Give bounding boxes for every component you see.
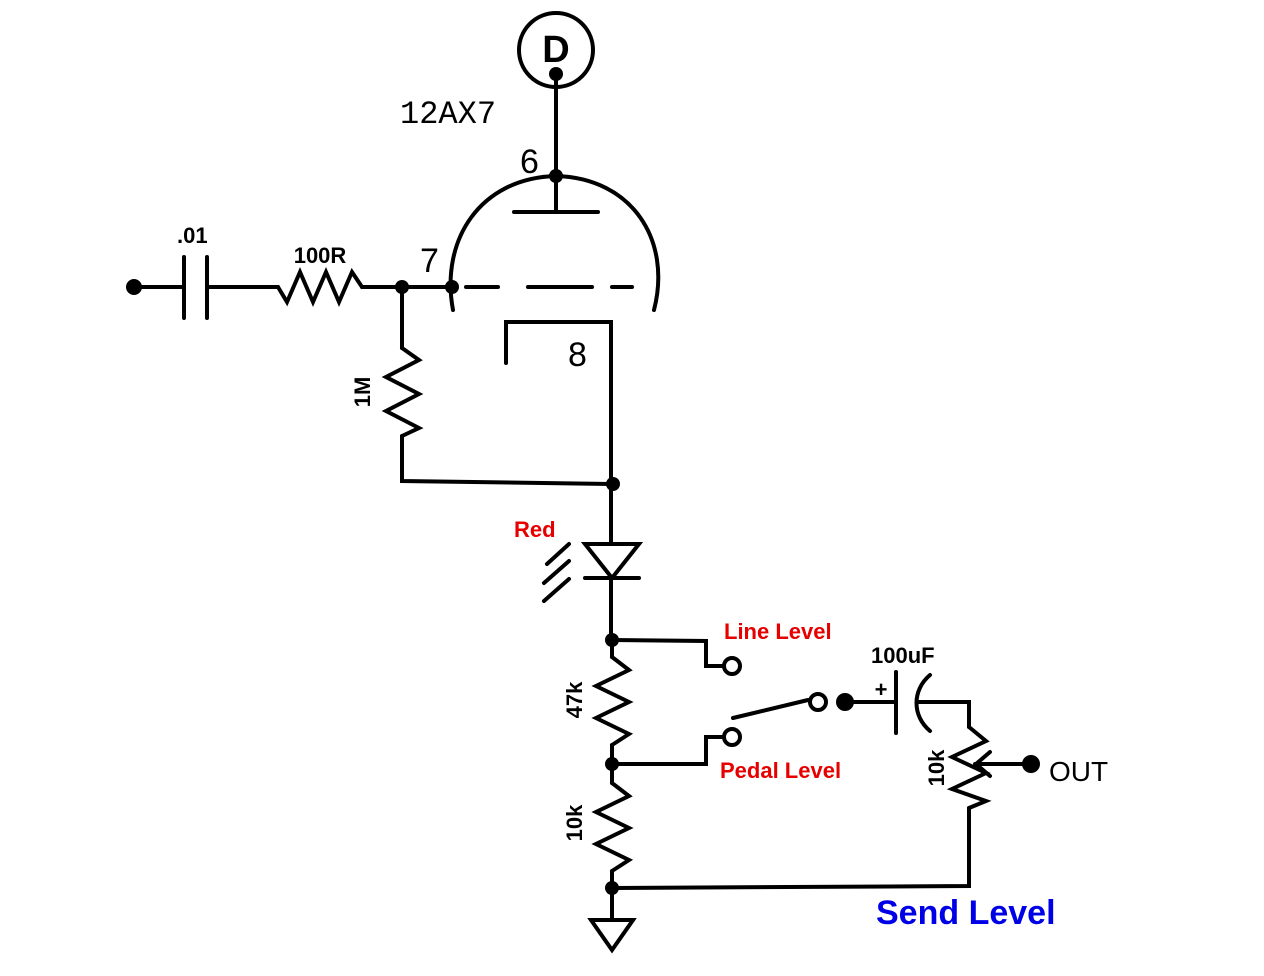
grid-pin-number: 7: [420, 242, 439, 280]
wire: [917, 700, 971, 729]
cathode-electrode: [504, 320, 613, 486]
led-diode: [580, 542, 644, 582]
plate-pin-number: 6: [520, 143, 539, 181]
supply-node-label: D: [542, 29, 569, 71]
grid-stopper-value: 100R: [294, 243, 347, 268]
grid-leak-resistor: [381, 346, 424, 438]
grid-stopper-resistor: [276, 266, 364, 308]
pedal-level-label: Pedal Level: [720, 758, 841, 783]
cathode-pin-number: 8: [568, 336, 587, 374]
divider-bottom-value: 10k: [562, 804, 587, 841]
pedal-level-wire: [610, 735, 725, 766]
output-terminal: [1022, 755, 1040, 773]
pedal-level-contact: [722, 727, 742, 747]
tube-part-label: 12AX7: [400, 96, 496, 133]
send-level-label: Send Level: [876, 894, 1056, 932]
pot-ground-wire: [610, 806, 971, 890]
input-cap-value: .01: [177, 223, 208, 248]
divider-bottom-resistor: [591, 781, 634, 873]
ground-symbol: [587, 918, 637, 954]
led-color-label: Red: [514, 517, 556, 542]
grid-pin-junction: [445, 280, 459, 294]
switch-arm: [731, 698, 810, 720]
output-label: OUT: [1049, 756, 1108, 787]
grid-leak-value: 1M: [350, 377, 375, 408]
light-ray: [545, 542, 571, 566]
light-ray: [542, 559, 571, 585]
line-level-label: Line Level: [724, 619, 832, 644]
divider-top-resistor: [591, 655, 634, 747]
output-cap-value: 100uF: [871, 643, 935, 668]
tube-envelope: [448, 173, 661, 312]
divider-top-value: 47k: [562, 681, 587, 718]
output-cap-curved-plate: [914, 673, 932, 733]
light-ray: [542, 577, 571, 603]
line-level-wire: [610, 638, 725, 668]
wiper-arrow: [972, 750, 992, 778]
wire: [400, 434, 613, 486]
output-cap-polarity: +: [875, 677, 888, 702]
line-level-contact: [722, 656, 742, 676]
send-level-pot-value: 10k: [924, 749, 949, 786]
switch-common-contact: [808, 692, 828, 712]
